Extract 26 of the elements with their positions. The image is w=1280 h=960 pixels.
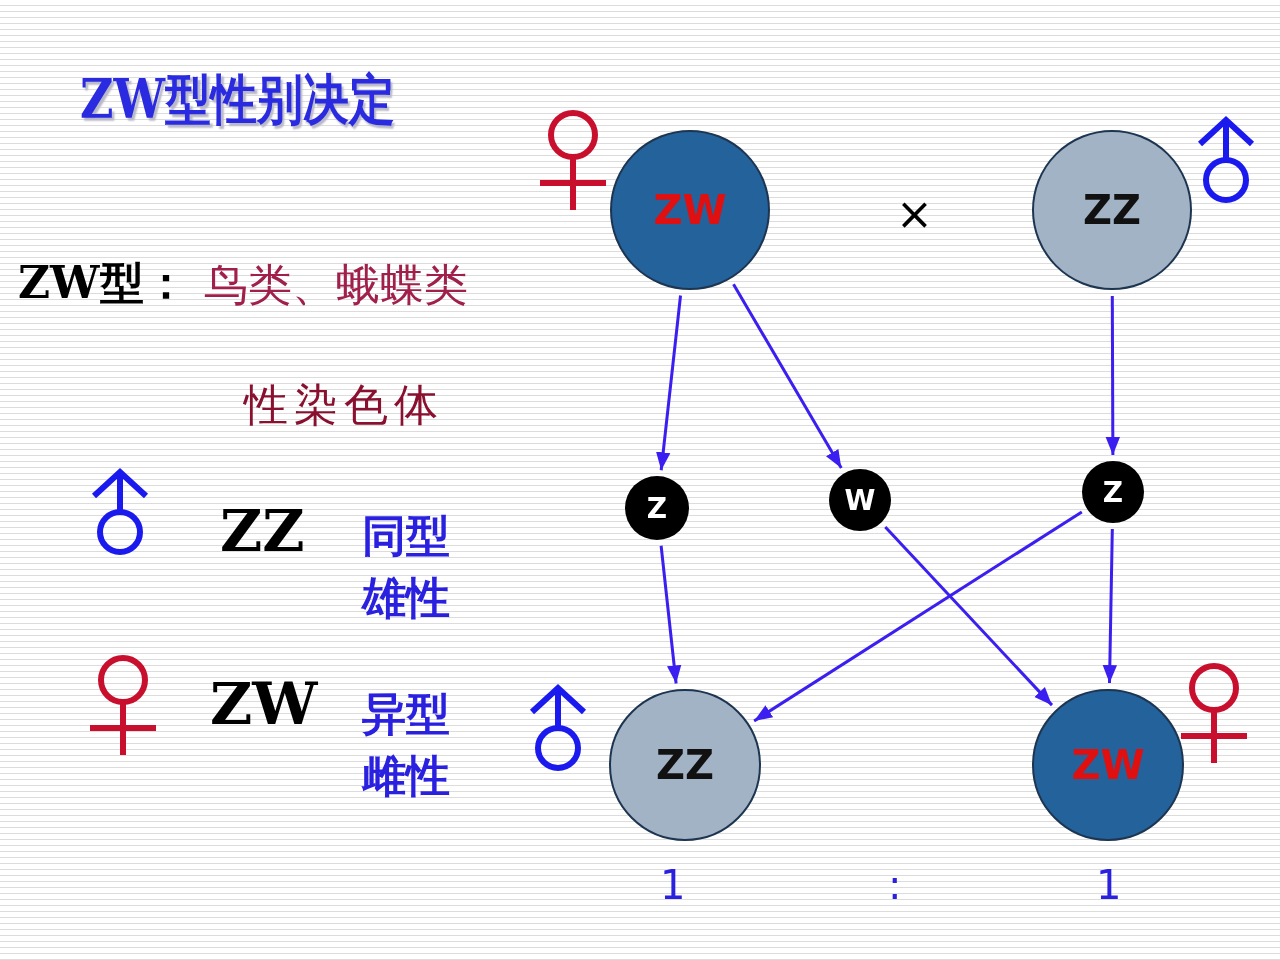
arrow	[753, 510, 1083, 723]
arrow	[659, 545, 682, 684]
species-text: 鸟类、蛾蝶类	[204, 258, 468, 312]
gamete-circle: Z	[625, 476, 689, 540]
genotype-circle: ZW	[1032, 689, 1184, 841]
arrow	[1105, 296, 1120, 455]
arrow	[884, 526, 1054, 707]
gamete-circle: Z	[1082, 461, 1144, 523]
gamete-circle: W	[829, 469, 891, 531]
genotype-circle: ZW	[610, 130, 770, 290]
description-text: 异型雌性	[362, 687, 451, 803]
chromosome-heading: 性染色体	[244, 378, 444, 432]
ratio-number: 1	[660, 862, 686, 908]
genotype-circle: ZZ	[609, 689, 761, 841]
description-text: 同型雄性	[362, 509, 451, 625]
arrow	[732, 283, 843, 469]
cross-sign: ×	[896, 188, 933, 239]
genotype-circle: ZZ	[1032, 130, 1192, 290]
genotype-label: ZZ	[220, 497, 305, 565]
type-label: ZW型：	[18, 256, 188, 310]
genotype-label: ZW	[210, 670, 318, 738]
arrow	[1102, 528, 1118, 684]
arrow	[656, 295, 683, 471]
ratio-number: 1	[1096, 862, 1122, 908]
title: ZW型性别决定	[80, 66, 395, 133]
ratio-colon: :	[888, 862, 902, 908]
